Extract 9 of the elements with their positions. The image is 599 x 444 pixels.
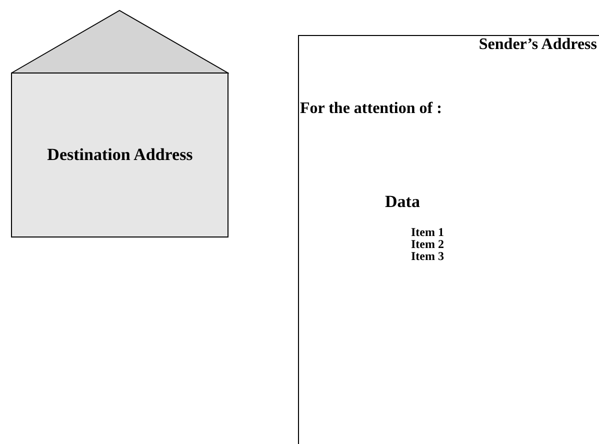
address-label: Destination Address <box>46 146 194 163</box>
list-item: Item 2 <box>411 238 444 250</box>
letter-page <box>298 35 599 444</box>
house-shape <box>11 10 229 238</box>
list-item: Item 1 <box>411 226 444 238</box>
address-label: Sender’s Address <box>478 37 597 53</box>
address-label: For the attention of : <box>300 101 442 117</box>
list-item: Item 3 <box>411 250 444 262</box>
section-heading: Data <box>385 193 420 210</box>
